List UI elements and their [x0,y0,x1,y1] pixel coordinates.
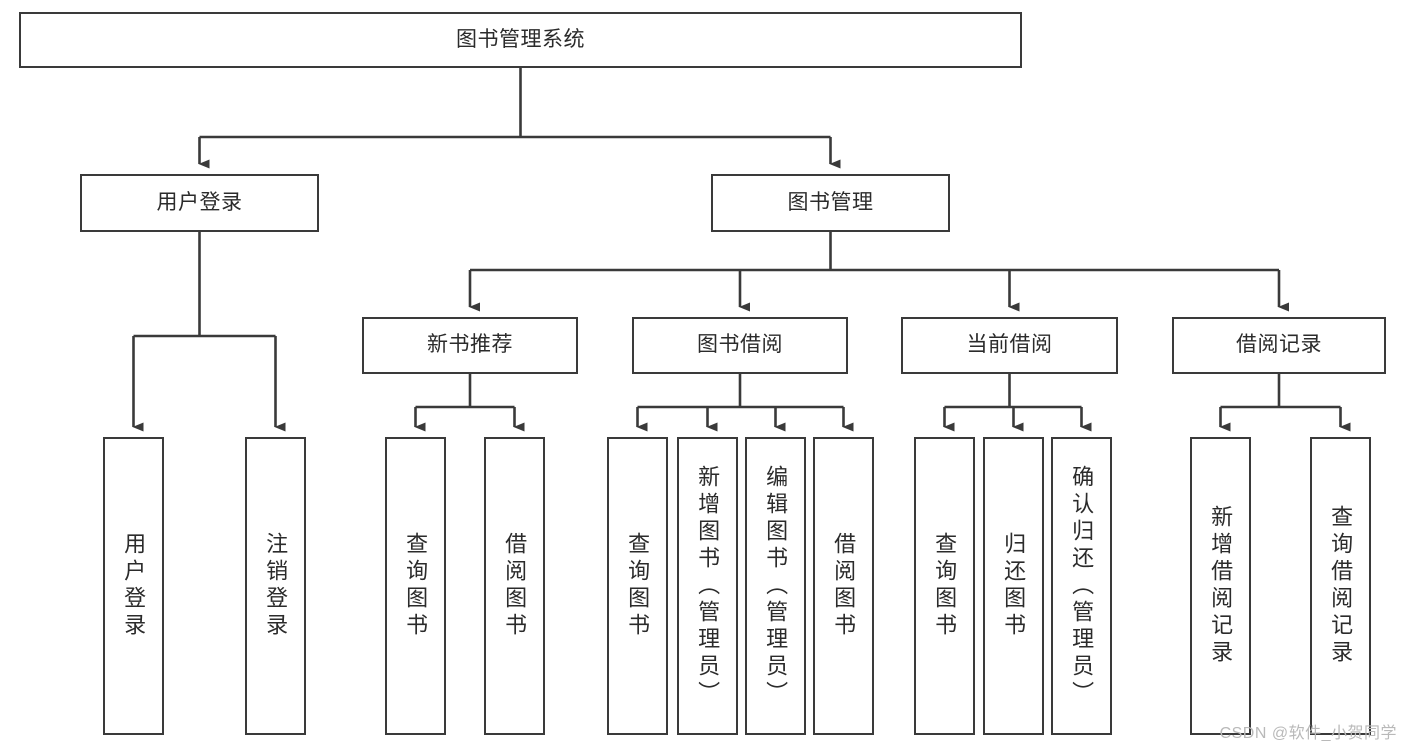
node-label: 新增图书（管理员） [695,464,721,708]
node-label: 查询图书 [625,532,651,640]
node-leaf-confirm-return: 确认归还（管理员） [1051,437,1112,735]
node-book-borrow: 图书借阅 [632,317,848,374]
node-label: 借阅图书 [502,532,528,640]
node-leaf-logout: 注销登录 [245,437,306,735]
node-book-manage: 图书管理 [711,174,950,232]
node-label: 图书管理 [787,190,874,214]
node-label: 新增借阅记录 [1208,505,1234,667]
node-label: 借阅记录 [1236,333,1322,357]
node-label: 用户登录 [121,532,147,640]
node-leaf-query-book-1: 查询图书 [385,437,446,735]
node-leaf-borrow-book-2: 借阅图书 [813,437,874,735]
node-label: 注销登录 [263,532,289,640]
node-root: 图书管理系统 [19,12,1022,68]
node-label: 图书管理系统 [456,27,585,51]
csdn-watermark: CSDN @软件_小贺同学 [1219,725,1397,742]
node-label: 归还图书 [1001,532,1027,640]
node-label: 用户登录 [156,190,243,214]
node-leaf-edit-book: 编辑图书（管理员） [745,437,806,735]
node-label: 借阅图书 [831,532,857,640]
node-label: 查询图书 [932,532,958,640]
node-user-login: 用户登录 [80,174,319,232]
node-label: 新书推荐 [427,333,513,357]
node-leaf-query-book-2: 查询图书 [607,437,668,735]
node-leaf-user-login: 用户登录 [103,437,164,735]
node-leaf-add-book: 新增图书（管理员） [677,437,738,735]
node-leaf-borrow-book-1: 借阅图书 [484,437,545,735]
node-label: 图书借阅 [697,333,783,357]
node-label: 查询图书 [403,532,429,640]
node-leaf-query-book-3: 查询图书 [914,437,975,735]
node-label: 查询借阅记录 [1328,505,1354,667]
node-label: 当前借阅 [966,333,1053,357]
node-leaf-query-record: 查询借阅记录 [1310,437,1371,735]
node-label: 编辑图书（管理员） [763,464,789,708]
node-label: 确认归还（管理员） [1069,464,1095,708]
node-new-book-rec: 新书推荐 [362,317,578,374]
node-leaf-return-book: 归还图书 [983,437,1044,735]
node-leaf-add-record: 新增借阅记录 [1190,437,1251,735]
node-current-borrow: 当前借阅 [901,317,1118,374]
node-borrow-record: 借阅记录 [1172,317,1386,374]
